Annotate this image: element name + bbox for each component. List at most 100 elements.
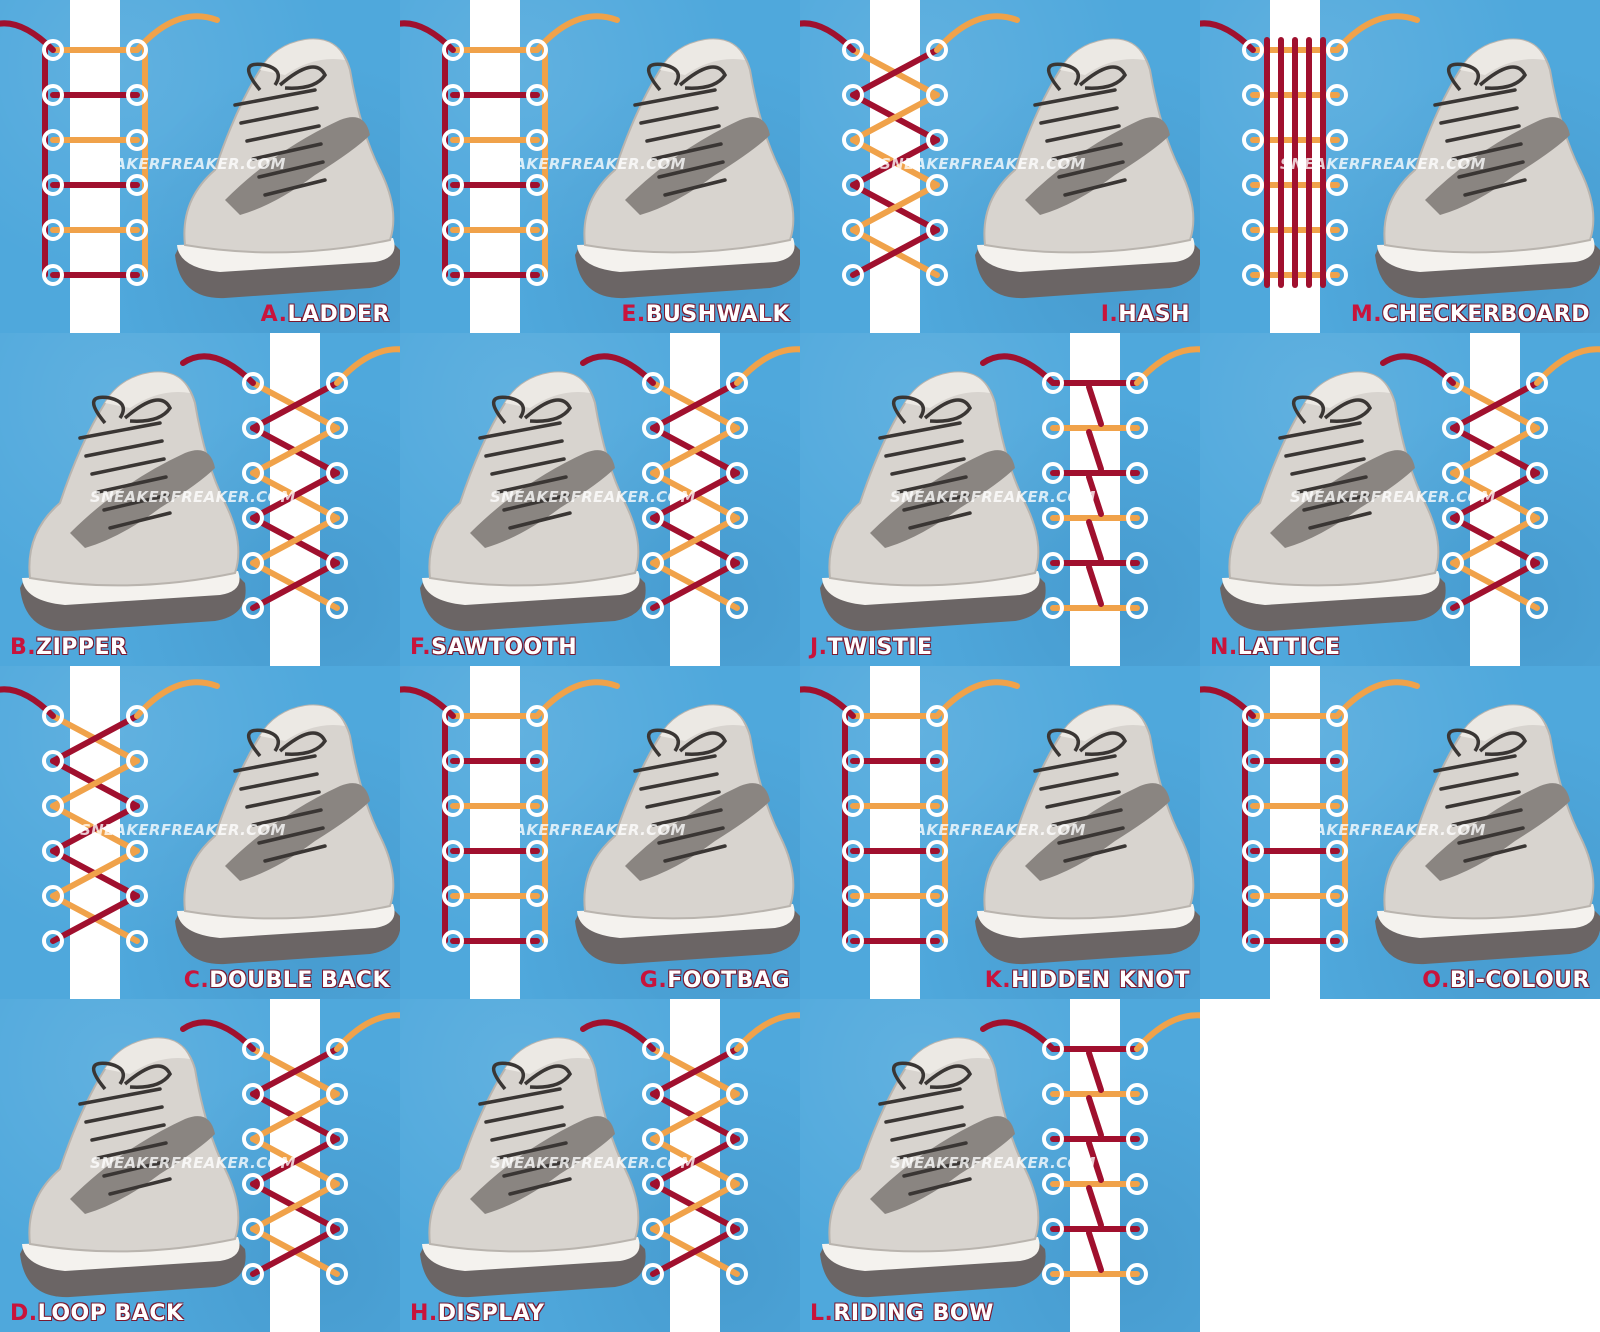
sneaker-lace: [251, 142, 323, 161]
lace-segment: [250, 1136, 340, 1187]
eyelet: [1242, 129, 1264, 151]
sneaker-lace: [1451, 808, 1523, 827]
lace-end: [934, 679, 1020, 719]
eyelet: [926, 795, 948, 817]
eyelet: [242, 1173, 264, 1195]
lacing-diagram: [1200, 666, 1420, 999]
lace-segment: [850, 227, 940, 278]
sneaker-stripe: [870, 450, 1015, 548]
sneaker-bow: [1447, 728, 1528, 758]
eyelet: [1526, 552, 1548, 574]
eyelet: [1242, 885, 1264, 907]
eyelet: [1042, 1038, 1064, 1060]
eyelet: [42, 705, 64, 727]
lace-end: [180, 353, 256, 386]
sneaker-lace: [90, 457, 166, 476]
sneaker-bow: [1292, 395, 1373, 425]
lace-segment: [50, 893, 140, 944]
sneaker-collar: [105, 372, 190, 408]
eyelet: [1326, 39, 1348, 61]
sneaker-lace: [1039, 772, 1119, 791]
method-letter: M.: [1350, 302, 1383, 327]
sneaker-lace: [257, 160, 325, 179]
lace-segment: [1086, 1050, 1104, 1093]
eyelet: [842, 219, 864, 241]
sneaker-lace: [1051, 808, 1123, 827]
eyelet: [842, 84, 864, 106]
sneaker-lace: [96, 1141, 168, 1160]
sneaker-bow: [247, 728, 328, 758]
eyelet: [42, 84, 64, 106]
eyelet: [726, 507, 748, 529]
method-name: SAWTOOTH: [431, 635, 578, 660]
sneaker-stripe: [225, 783, 370, 881]
eyelet: [642, 1263, 664, 1285]
eyelet: [42, 750, 64, 772]
sneaker-lace: [633, 88, 717, 107]
eyelet: [1326, 885, 1348, 907]
method-letter: I.: [1100, 302, 1119, 327]
lace-segment: [650, 1136, 740, 1187]
eyelet: [1042, 372, 1064, 394]
eyelet: [442, 39, 464, 61]
eyelet: [242, 507, 264, 529]
sneaker-lace: [1457, 160, 1525, 179]
eyelet: [326, 1263, 348, 1285]
panel-art: [20, 999, 400, 1332]
eyelet: [242, 1038, 264, 1060]
panel-art: [820, 999, 1200, 1332]
sneaker-lace: [902, 493, 970, 512]
lacing-method-label: M.CHECKERBOARD: [1351, 302, 1590, 327]
eyelet: [42, 795, 64, 817]
sneaker-stripe: [70, 450, 215, 548]
sneaker-lace: [878, 421, 962, 440]
eyelet: [726, 1083, 748, 1105]
sneaker-stripe: [1025, 117, 1170, 215]
sneaker-collar: [260, 705, 345, 741]
sneaker-lace: [884, 1105, 964, 1124]
eyelet: [726, 552, 748, 574]
eyelet: [1042, 1083, 1064, 1105]
tongue-strip: [670, 999, 720, 1332]
sneaker-bow: [247, 62, 328, 92]
lace-segment: [1086, 474, 1104, 517]
lacing-diagram: [0, 666, 220, 999]
eyelet: [326, 552, 348, 574]
eyelet: [1242, 39, 1264, 61]
eyelet: [1442, 552, 1464, 574]
sneaker-lace: [663, 178, 727, 197]
lace-end: [334, 1012, 400, 1052]
method-name: RIDING BOW: [833, 1301, 994, 1326]
lace-end: [980, 353, 1056, 386]
watermark-text: SNEAKERFREAKER.COM: [890, 1154, 1096, 1172]
sneaker-lace: [1045, 124, 1121, 143]
sneaker-bow: [492, 395, 573, 425]
eyelet: [1126, 1038, 1148, 1060]
method-name: ZIPPER: [36, 635, 128, 660]
eyelet: [242, 372, 264, 394]
lace-segment: [250, 1226, 340, 1277]
lace-segment: [1086, 519, 1104, 562]
eyelet: [442, 750, 464, 772]
tongue-strip: [1470, 333, 1520, 666]
sneaker-lace: [657, 826, 725, 845]
panel-art: [820, 333, 1200, 666]
sneaker-lace: [502, 493, 570, 512]
lace-segment: [850, 182, 940, 233]
eyelet: [242, 597, 264, 619]
sneaker-lace: [251, 808, 323, 827]
eyelet: [526, 930, 548, 952]
eyelet: [442, 840, 464, 862]
lacing-method-label: K.HIDDEN KNOT: [985, 968, 1190, 993]
sneaker-lace: [508, 511, 572, 530]
eyelet: [726, 1128, 748, 1150]
lace-end: [534, 679, 620, 719]
sneaker-collar: [905, 1038, 990, 1074]
tongue-strip: [670, 333, 720, 666]
sneaker-lace: [1457, 826, 1525, 845]
